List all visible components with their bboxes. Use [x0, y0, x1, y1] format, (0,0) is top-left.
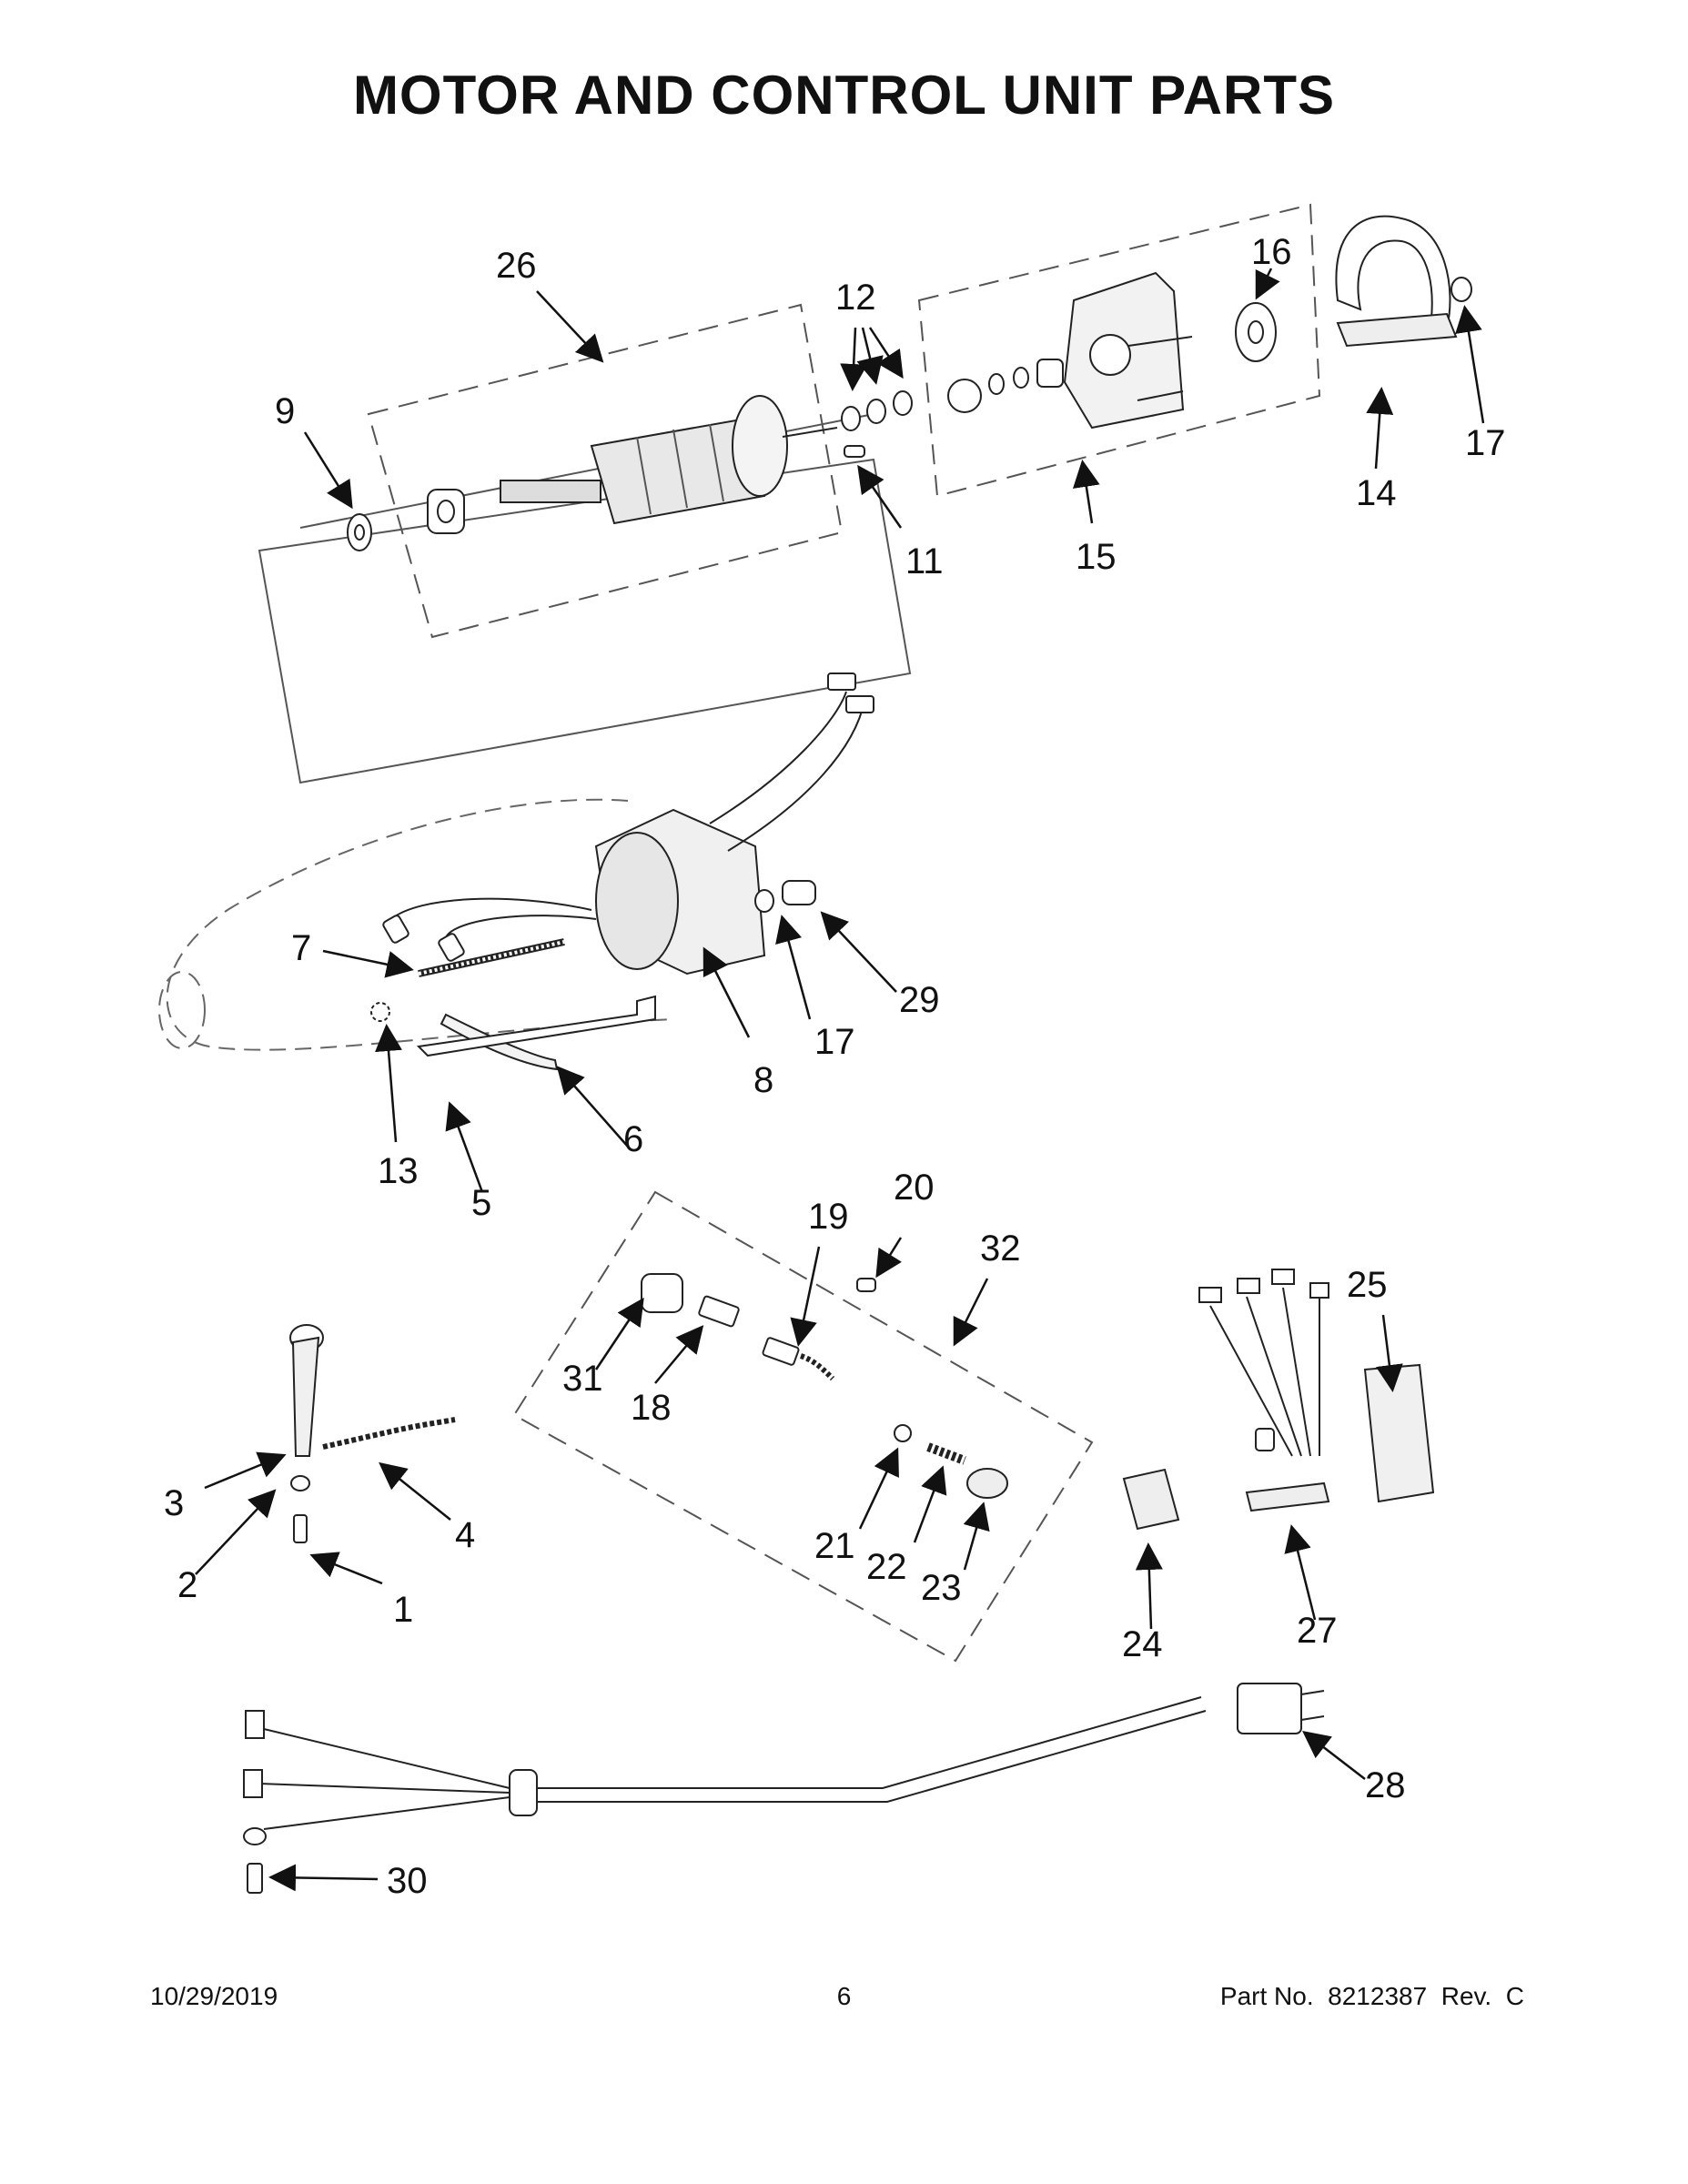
part-27 [1245, 1481, 1330, 1512]
retaining-ring [947, 379, 982, 413]
callout-5: 5 [471, 1183, 491, 1223]
spring-4 [322, 1417, 456, 1450]
callout-21: 21 [814, 1526, 855, 1566]
field-assembly [382, 672, 874, 976]
callout-12: 12 [835, 278, 876, 318]
callout-labels: 26 12 16 9 17 14 11 15 7 29 17 8 6 13 5 … [164, 232, 1506, 1901]
brush-19 [762, 1337, 800, 1366]
callout-15: 15 [1076, 537, 1117, 577]
armature-fan [732, 395, 788, 497]
callout-20: 20 [894, 1168, 935, 1208]
footer-date: 10/29/2019 [150, 1982, 278, 2010]
washer-12a [841, 406, 861, 431]
brush-18 [698, 1295, 740, 1328]
callout-9: 9 [275, 391, 295, 431]
callout-19: 19 [808, 1197, 849, 1237]
callout-28: 26 [496, 246, 537, 286]
callout-11: 11 [905, 541, 944, 581]
motor-housing-frame [258, 458, 912, 784]
callout-18: 18 [631, 1388, 672, 1428]
callout-4: 4 [455, 1515, 475, 1555]
screw-11 [844, 445, 865, 458]
brush-holder-31 [641, 1273, 683, 1313]
callout-16: 16 [1251, 232, 1292, 272]
callout-29: 29 [899, 980, 940, 1020]
callout-14: 14 [1356, 473, 1397, 513]
callout-6: 6 [623, 1119, 643, 1159]
end-bell-group-outline [917, 203, 1321, 498]
washer-2 [290, 1475, 310, 1491]
part-25 [1363, 1363, 1435, 1503]
sleeve-17 [754, 889, 774, 913]
group-outlines [367, 203, 1321, 1663]
callout-2: 2 [177, 1565, 197, 1605]
electrical-parts [1122, 1269, 1435, 1531]
outline-frames [258, 458, 912, 784]
bracket-14 [1335, 215, 1472, 348]
part-21 [894, 1424, 912, 1442]
ring-terminal [243, 1827, 267, 1845]
spring-22 [926, 1442, 966, 1465]
plate-5 [416, 995, 656, 1057]
callout-17-mid: 17 [814, 1022, 855, 1062]
callout-31: 31 [562, 1359, 603, 1399]
washer-13 [370, 1002, 390, 1022]
callout-32: 32 [980, 1228, 1021, 1269]
screw-30 [247, 1863, 263, 1894]
page-title: MOTOR AND CONTROL UNIT PARTS [352, 65, 1336, 126]
part-24 [1122, 1468, 1180, 1531]
end-bell-parts [947, 271, 1277, 430]
screw-1 [293, 1514, 308, 1543]
plug [1237, 1683, 1302, 1734]
speed-control-parts [289, 1324, 456, 1543]
nut-17 [1450, 277, 1472, 302]
sleeve-29 [782, 880, 816, 905]
field-hardware [370, 938, 656, 1071]
washer-12c [893, 390, 913, 416]
lever-3 [291, 1336, 320, 1457]
callout-7: 7 [291, 928, 311, 968]
callout-23: 23 [921, 1568, 962, 1608]
motor-housing-shell [158, 798, 674, 1051]
armature-group-outline [367, 303, 844, 639]
callout-24: 24 [1122, 1624, 1163, 1664]
pin-20 [856, 1278, 876, 1292]
callout-30: 30 [387, 1861, 428, 1901]
armature-parts [299, 390, 913, 551]
footer-page-number: 6 [836, 1982, 852, 2010]
footer-part-number: Part No. 8212387 Rev. C [1219, 1982, 1524, 2010]
armature-shaft [500, 480, 601, 503]
callout-8: 8 [753, 1060, 773, 1100]
callout-26: 28 [1365, 1765, 1406, 1805]
brush-parts [641, 1273, 1008, 1499]
callout-17-top: 17 [1465, 423, 1506, 463]
callout-27: 27 [1297, 1611, 1338, 1651]
leader-arrows [195, 268, 1485, 1892]
callout-22: 22 [866, 1547, 907, 1587]
brush-group-outline [512, 1190, 1094, 1663]
cap-23 [966, 1468, 1008, 1499]
washer-12b [866, 399, 886, 424]
callout-3: 3 [164, 1483, 184, 1523]
power-cord [243, 1683, 1325, 1894]
callout-13: 13 [378, 1151, 419, 1191]
callout-25: 25 [1347, 1265, 1388, 1305]
callout-1: 1 [393, 1590, 413, 1630]
